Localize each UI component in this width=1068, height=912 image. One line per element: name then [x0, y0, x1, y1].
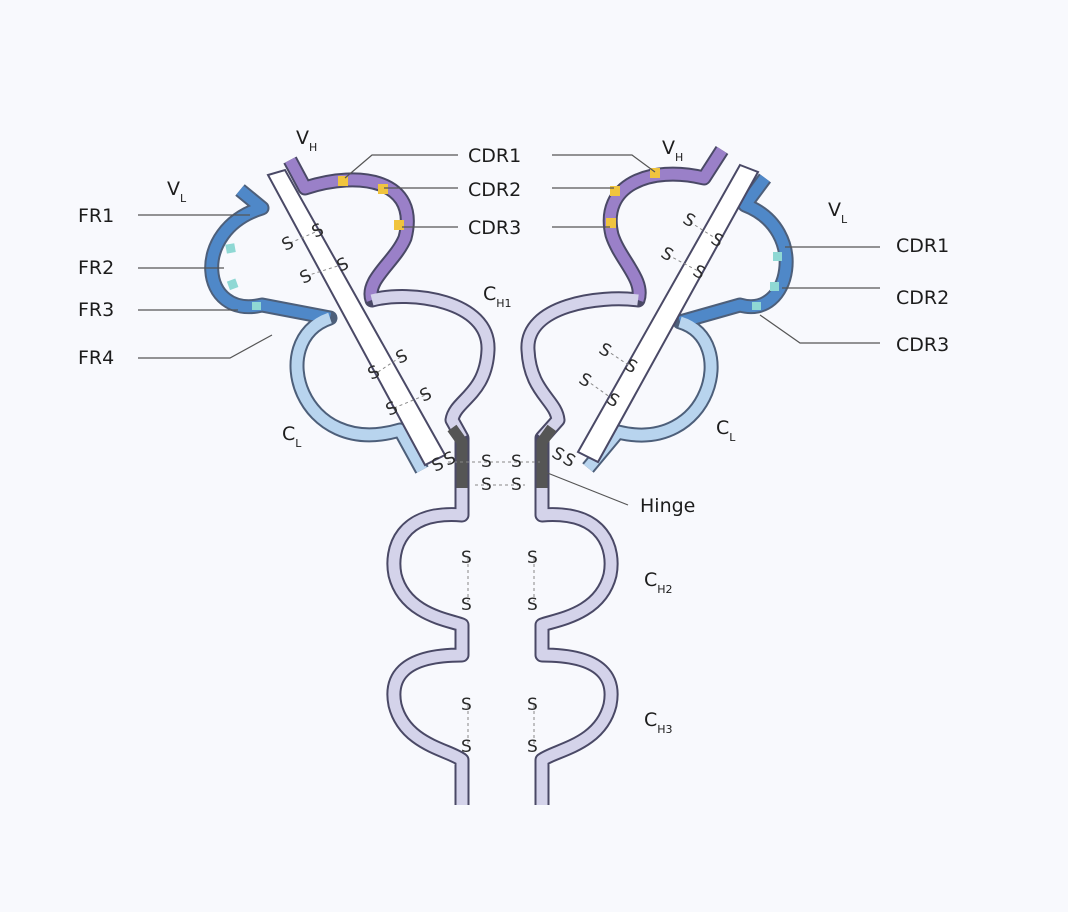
- label-ch3: CH3: [644, 709, 673, 736]
- disulfide-s: S: [527, 695, 538, 715]
- left-vh-cdr3: [394, 220, 404, 230]
- disulfide-s: S: [657, 243, 676, 266]
- right-vl-cdr1: [773, 252, 782, 261]
- label-vh-left: VH: [296, 127, 317, 154]
- label-hinge: Hinge: [640, 495, 695, 517]
- disulfide-s: S: [481, 475, 492, 495]
- left-vh-cdr1: [338, 176, 348, 186]
- left-arm: [204, 156, 496, 805]
- left-vh-cdr2: [378, 184, 388, 194]
- right-vh-cdr2: [610, 186, 620, 196]
- disulfide-s: S: [575, 369, 594, 392]
- left-hinge: [447, 424, 468, 488]
- disulfide-s: S: [511, 452, 522, 472]
- right-light-chain: [582, 173, 794, 473]
- left-heavy-chain: [283, 156, 496, 805]
- disulfide-s: S: [595, 339, 614, 362]
- disulfide-s: S: [679, 209, 698, 232]
- label-cdr2-right: CDR2: [896, 287, 949, 309]
- right-vl-domain: [678, 174, 792, 328]
- label-vl-left: VL: [167, 178, 187, 205]
- label-cdr3-center: CDR3: [468, 217, 521, 239]
- right-hinge: [536, 424, 557, 488]
- right-vh-cdr3: [606, 218, 616, 228]
- label-cdr1-right: CDR1: [896, 235, 949, 257]
- right-arm: [520, 145, 794, 805]
- disulfide-s: S: [481, 452, 492, 472]
- left-ch3-domain: [388, 640, 468, 805]
- label-cdr3-right: CDR3: [896, 334, 949, 356]
- disulfide-s: S: [511, 475, 522, 495]
- right-vl-cdr2: [770, 282, 779, 291]
- label-fr4: FR4: [78, 347, 114, 369]
- label-cdr1-center: CDR1: [468, 145, 521, 167]
- disulfide-s: S: [527, 595, 538, 615]
- disulfide-s: S: [297, 266, 315, 289]
- label-cdr2-center: CDR2: [468, 179, 521, 201]
- right-heavy-chain: [520, 145, 729, 805]
- label-fr2: FR2: [78, 257, 114, 279]
- label-cl-right: CL: [716, 417, 736, 444]
- disulfide-s: S: [461, 695, 472, 715]
- label-fr3: FR3: [78, 299, 114, 321]
- label-ch2: CH2: [644, 569, 673, 596]
- disulfide-s: S: [527, 548, 538, 568]
- leader-lines: [138, 154, 880, 506]
- disulfide-s: S: [527, 737, 538, 757]
- left-pairing-bar: [266, 168, 447, 467]
- label-vl-right: VL: [828, 199, 848, 226]
- disulfide-s: S: [461, 595, 472, 615]
- right-cl-domain: [583, 316, 717, 472]
- left-ch2-domain: [388, 488, 468, 640]
- right-vl-cdr3: [752, 302, 761, 310]
- right-pairing-bar: [576, 163, 760, 464]
- right-ch1-domain: [522, 293, 639, 442]
- label-fr1: FR1: [78, 205, 114, 227]
- right-ch2-domain: [536, 488, 617, 640]
- disulfide-s: S: [461, 737, 472, 757]
- label-ch1: CH1: [483, 283, 512, 310]
- right-ch3-domain: [536, 640, 617, 805]
- disulfide-s: S: [417, 384, 435, 407]
- left-vl-cdr2: [226, 278, 239, 291]
- disulfide-s: S: [461, 548, 472, 568]
- disulfide-s: S: [279, 233, 297, 256]
- left-cl-domain: [291, 312, 427, 473]
- label-vh-right: VH: [662, 137, 683, 164]
- label-cl-left: CL: [282, 423, 302, 450]
- left-ch1-domain: [370, 291, 494, 441]
- left-vl-cdr3: [252, 302, 261, 310]
- right-vh-cdr1: [650, 168, 660, 178]
- labels: FR1 FR2 FR3 FR4 CDR1 CDR2 CDR3 CDR1 CDR2…: [78, 127, 949, 736]
- left-vl-cdr1: [225, 243, 236, 254]
